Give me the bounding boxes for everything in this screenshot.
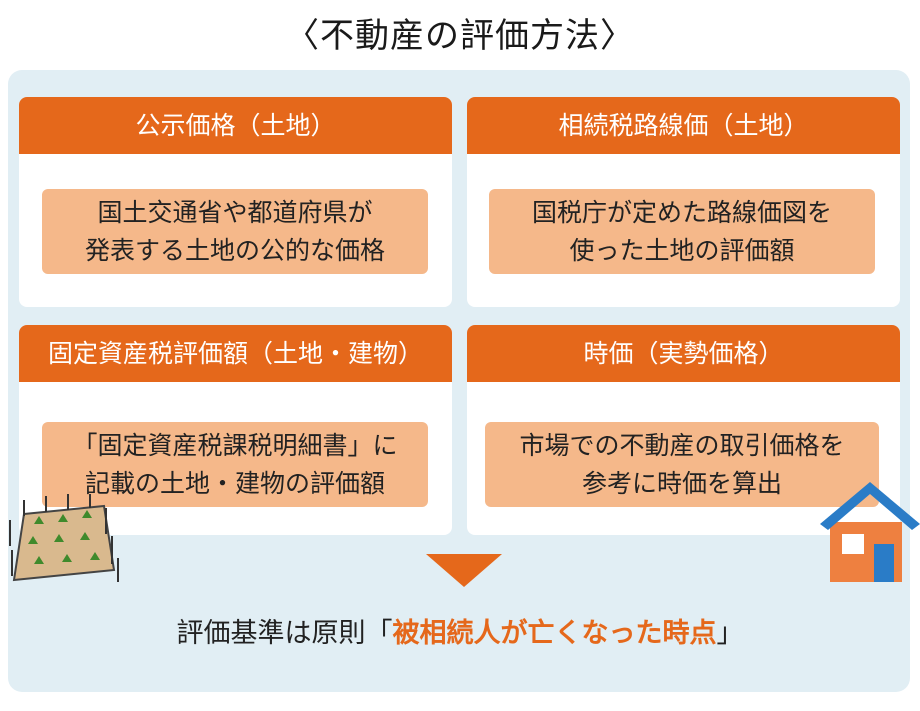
footer-suffix: 」: [716, 618, 744, 649]
card-fixed-asset-value: 固定資産税評価額（土地・建物） 「固定資産税課税明細書」に 記載の土地・建物の評…: [19, 325, 452, 535]
description-line: 国税庁が定めた路線価図を: [531, 197, 832, 227]
card-header: 相続税路線価（土地）: [467, 97, 900, 154]
description-line: 参考に時価を算出: [581, 468, 782, 498]
fenced-land-icon: [9, 494, 119, 582]
card-header: 公示価格（土地）: [19, 97, 452, 154]
footer-prefix: 評価基準は原則「: [176, 618, 393, 649]
description-line: 記載の土地・建物の評価額: [84, 468, 385, 498]
card-market-price: 時価（実勢価格） 市場での不動産の取引価格を 参考に時価を算出: [467, 325, 900, 535]
card-description: 国土交通省や都道府県が 発表する土地の公的な価格: [42, 189, 428, 274]
down-arrow-icon: [426, 554, 502, 587]
description-line: 使った土地の評価額: [569, 235, 795, 265]
card-public-price: 公示価格（土地） 国土交通省や都道府県が 発表する土地の公的な価格: [19, 97, 452, 307]
card-route-price: 相続税路線価（土地） 国税庁が定めた路線価図を 使った土地の評価額: [467, 97, 900, 307]
card-description: 国税庁が定めた路線価図を 使った土地の評価額: [489, 189, 875, 274]
description-line: 「固定資産税課税明細書」に: [72, 430, 398, 460]
page-title: 〈不動産の評価方法〉: [285, 16, 635, 56]
card-description: 「固定資産税課税明細書」に 記載の土地・建物の評価額: [42, 422, 428, 507]
footer-highlight: 被相続人が亡くなった時点: [392, 618, 717, 649]
description-line: 発表する土地の公的な価格: [84, 235, 385, 265]
description-line: 国土交通省や都道府県が: [97, 197, 373, 227]
card-header: 時価（実勢価格）: [467, 325, 900, 382]
card-description: 市場での不動産の取引価格を 参考に時価を算出: [485, 422, 879, 507]
description-line: 市場での不動産の取引価格を: [519, 430, 845, 460]
house-icon: [820, 482, 920, 582]
evaluation-basis: 評価基準は原則「被相続人が亡くなった時点」: [0, 614, 920, 654]
card-header: 固定資産税評価額（土地・建物）: [19, 325, 452, 382]
